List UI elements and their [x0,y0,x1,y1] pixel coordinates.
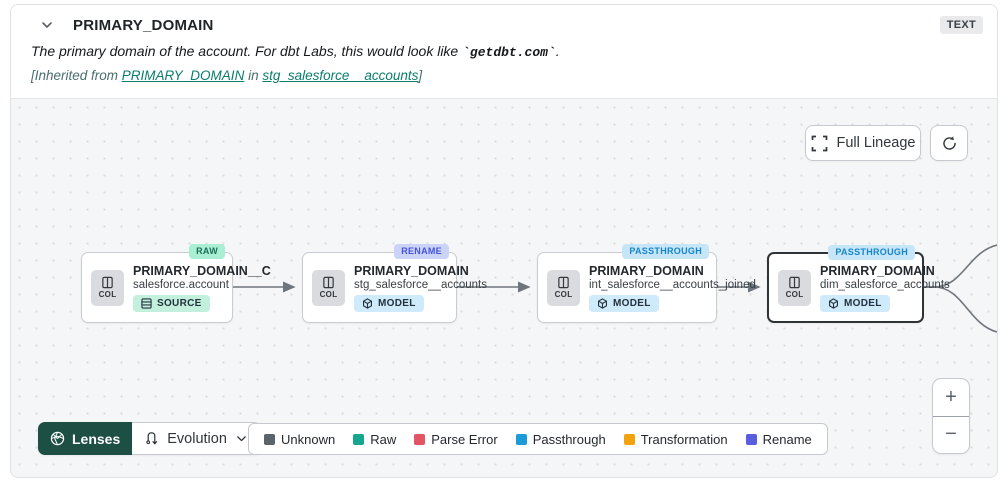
column-header: PRIMARY_DOMAIN TEXT The primary domain o… [11,5,997,98]
lens-aperture-icon [50,431,65,446]
expand-icon [811,135,827,151]
columns-icon [102,276,113,289]
zoom-out-button[interactable]: − [945,423,957,446]
evolution-status-badge: PASSTHROUGH [622,244,709,259]
inherited-column-link[interactable]: PRIMARY_DOMAIN [121,68,245,83]
legend-swatch [623,433,635,445]
full-lineage-button[interactable]: Full Lineage [805,125,921,161]
columns-icon [789,276,800,289]
legend-item: Parse Error [414,432,498,447]
refresh-icon [942,135,956,150]
lenses-control: Lenses Evolution [38,422,261,455]
legend-item: Transformation [623,432,728,447]
refresh-button[interactable] [930,125,968,161]
node-subtitle: stg_salesforce__accounts [354,278,487,291]
resource-type-badge: MODEL [820,294,890,312]
chevron-down-icon [237,436,246,442]
lenses-button[interactable]: Lenses [38,422,133,455]
lineage-node-intermediate[interactable]: PASSTHROUGH COL PRIMARY_DOMAIN int_sales… [537,244,756,323]
lineage-node-staging[interactable]: RENAME COL PRIMARY_DOMAIN stg_salesforce… [302,244,487,323]
legend-item: Raw [353,432,396,447]
legend-swatch [515,433,527,445]
legend-item: Passthrough [515,432,606,447]
inherited-note: [Inherited from PRIMARY_DOMAIN in stg_sa… [31,68,423,83]
model-icon [363,297,372,309]
evolution-legend: Unknown Raw Parse Error Passthrough Tran… [248,423,828,455]
legend-swatch [414,433,426,445]
zoom-controls: + − [932,378,970,454]
collapse-chevron-icon[interactable] [39,17,55,33]
columns-icon [558,276,569,289]
legend-item: Rename [745,432,812,447]
node-title: PRIMARY_DOMAIN [820,263,935,278]
source-icon [141,297,152,309]
model-icon [598,297,607,309]
legend-swatch [353,433,365,445]
legend-swatch [745,433,757,445]
column-description: The primary domain of the account. For d… [31,43,560,60]
legend-item: Unknown [264,432,335,447]
lineage-canvas[interactable]: Full Lineage RAW COL PRIMARY_DOMAIN__C s… [11,98,997,477]
evolution-route-icon [146,432,158,445]
inherited-model-link[interactable]: stg_salesforce__accounts [262,68,419,83]
column-chip: COL [547,269,580,306]
evolution-status-badge: PASSTHROUGH [828,245,915,260]
lens-selector[interactable]: Evolution [132,422,261,455]
lineage-node-source[interactable]: RAW COL PRIMARY_DOMAIN__C salesforce.acc… [81,244,271,323]
node-title: PRIMARY_DOMAIN [589,263,704,278]
lens-selected-value: Evolution [167,430,227,447]
column-chip: COL [778,269,811,306]
evolution-status-badge: RENAME [394,244,449,259]
node-title: PRIMARY_DOMAIN__C [133,263,271,278]
node-subtitle: int_salesforce__accounts_joined [589,278,756,291]
column-lineage-panel: PRIMARY_DOMAIN TEXT The primary domain o… [10,4,998,478]
legend-swatch [264,433,275,445]
model-icon [829,297,838,309]
column-chip: COL [312,269,345,306]
column-title: PRIMARY_DOMAIN [73,16,214,34]
resource-type-badge: MODEL [589,294,659,312]
node-title: PRIMARY_DOMAIN [354,263,469,278]
resource-type-badge: SOURCE [133,294,210,312]
zoom-in-button[interactable]: + [933,379,969,417]
node-subtitle: salesforce.account [133,278,229,291]
evolution-status-badge: RAW [189,244,225,259]
node-subtitle: dim_salesforce_accounts [820,278,950,291]
lineage-node-dim-selected[interactable]: PASSTHROUGH COL PRIMARY_DOMAIN dim_sales… [767,245,950,323]
column-type-badge: TEXT [939,16,983,34]
resource-type-badge: MODEL [354,294,424,312]
inline-code: `getdbt.com` [462,45,556,60]
column-chip: COL [91,269,124,306]
columns-icon [323,276,334,289]
